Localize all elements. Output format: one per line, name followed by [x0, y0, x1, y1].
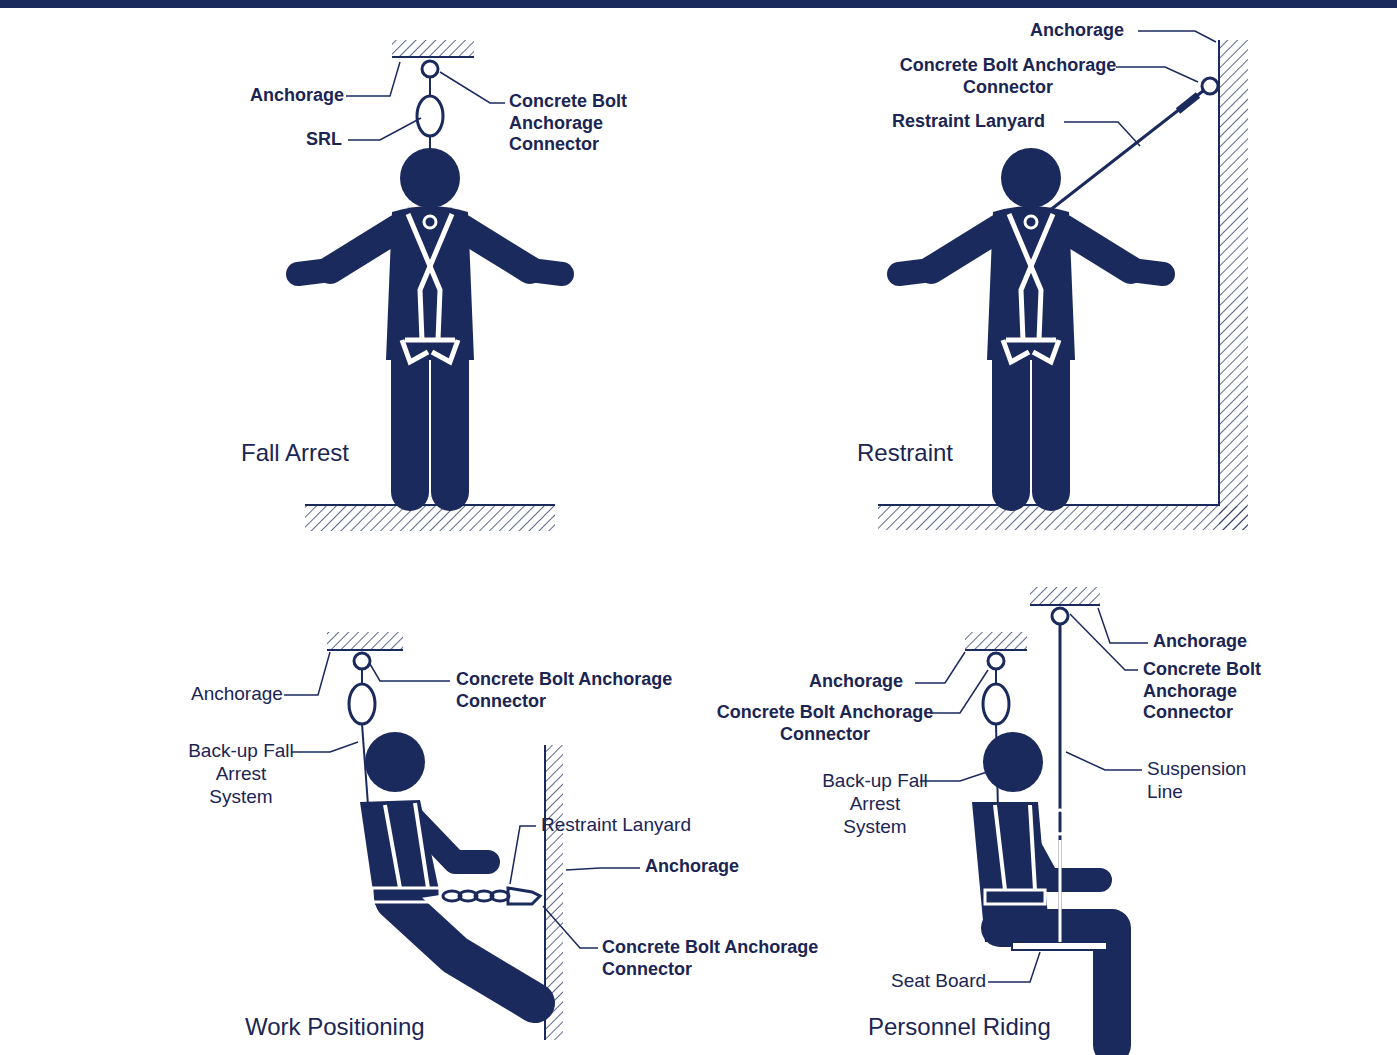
callout-label: Concrete Bolt Anchorage Connector	[456, 669, 686, 712]
callout-label: Back-up Fall Arrest System	[820, 770, 930, 838]
panel-caption: Restraint	[857, 439, 953, 468]
callout-label: Suspension Line	[1147, 758, 1267, 804]
callout-label: Concrete Bolt Anchorage Connector	[715, 702, 935, 745]
panel-caption: Fall Arrest	[241, 439, 349, 468]
callout-label: SRL	[306, 129, 342, 151]
callout-label: Concrete Bolt Anchorage Connector	[1143, 659, 1283, 724]
callout-label: Anchorage	[250, 85, 344, 107]
callout-label: Anchorage	[191, 683, 283, 706]
callout-label: Restraint Lanyard	[892, 111, 1045, 133]
callout-label: Anchorage	[1153, 631, 1247, 653]
panel-caption: Work Positioning	[245, 1013, 425, 1042]
callout-label: Anchorage	[1030, 20, 1124, 42]
callout-label: Back-up Fall Arrest System	[186, 740, 296, 808]
callout-label: Restraint Lanyard	[541, 814, 691, 837]
top-band	[0, 0, 1397, 8]
panel-caption: Personnel Riding	[868, 1013, 1051, 1042]
callout-label: Concrete Bolt Anchorage Connector	[509, 91, 649, 156]
callout-label: Concrete Bolt Anchorage Connector	[898, 55, 1118, 98]
callout-label: Concrete Bolt Anchorage Connector	[602, 937, 832, 980]
callout-label: Anchorage	[645, 856, 739, 878]
callout-label: Anchorage	[809, 671, 903, 693]
callout-label: Seat Board	[891, 970, 986, 993]
